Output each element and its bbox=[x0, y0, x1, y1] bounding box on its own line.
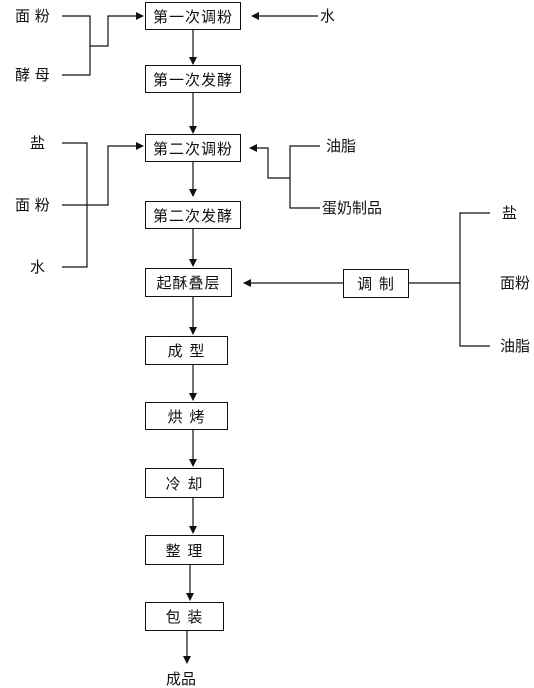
step-bake: 烘 烤 bbox=[145, 402, 228, 430]
arrow-right-to-mix2 bbox=[249, 144, 290, 179]
input-water-2: 水 bbox=[30, 258, 46, 276]
input-fat-1: 油脂 bbox=[326, 137, 357, 155]
step-first-mix: 第一次调粉 bbox=[145, 2, 241, 30]
step-shape: 成 型 bbox=[145, 336, 228, 365]
input-flour-3: 面粉 bbox=[500, 274, 531, 292]
final-product-label: 成品 bbox=[166, 670, 197, 688]
input-salt-1: 盐 bbox=[30, 134, 46, 152]
bracket-prep-inputs bbox=[459, 212, 490, 347]
step-finish: 整 理 bbox=[145, 535, 224, 565]
step-laminate: 起酥叠层 bbox=[145, 268, 232, 297]
step-cool: 冷 却 bbox=[145, 468, 224, 498]
step-second-ferment: 第二次发酵 bbox=[145, 201, 241, 229]
step-first-ferment: 第一次发酵 bbox=[145, 65, 241, 93]
bracket-mix1-inputs bbox=[62, 15, 91, 76]
bracket-mix2-right bbox=[289, 145, 320, 209]
input-egg-dairy: 蛋奶制品 bbox=[322, 199, 383, 217]
input-fat-2: 油脂 bbox=[500, 337, 531, 355]
step-second-mix: 第二次调粉 bbox=[145, 134, 241, 162]
input-flour-1: 面 粉 bbox=[15, 7, 50, 25]
input-flour-2: 面 粉 bbox=[15, 196, 50, 214]
input-salt-2: 盐 bbox=[502, 204, 518, 222]
input-yeast: 酵 母 bbox=[15, 66, 50, 84]
step-prep: 调 制 bbox=[343, 269, 409, 298]
step-pack: 包 装 bbox=[145, 602, 224, 631]
arrow-left-to-mix2 bbox=[62, 142, 144, 206]
input-water-1: 水 bbox=[320, 7, 336, 25]
arrow-to-mix1 bbox=[90, 12, 144, 47]
